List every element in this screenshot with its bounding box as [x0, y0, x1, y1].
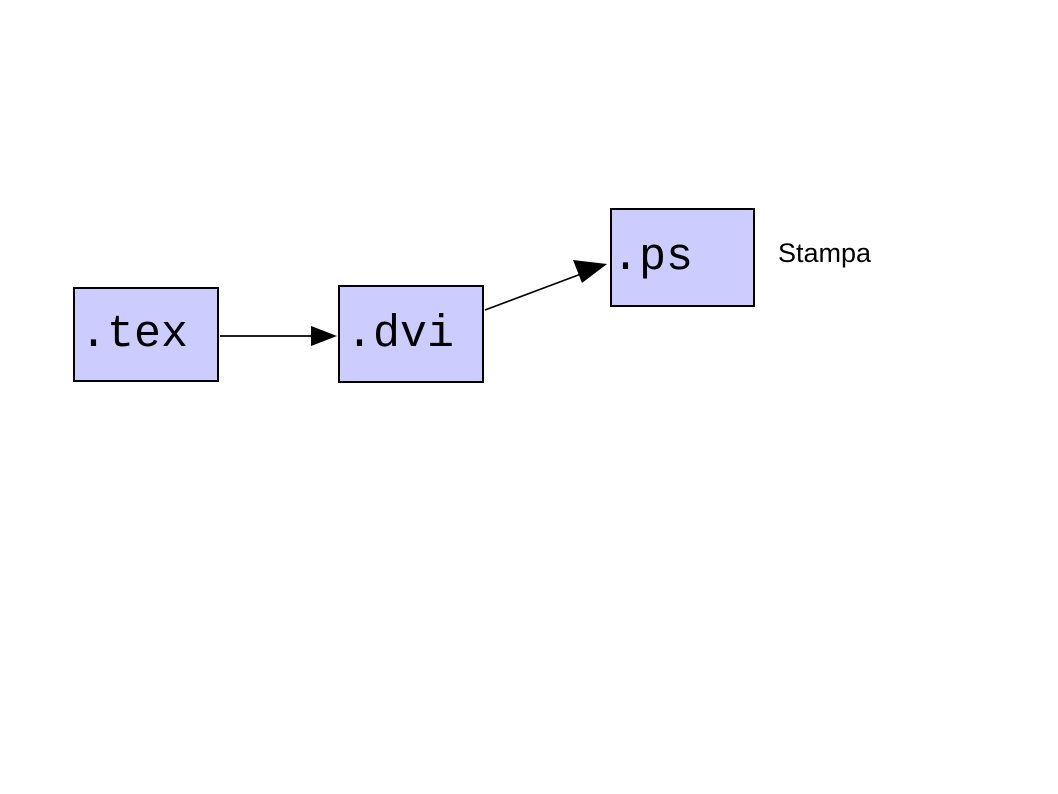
node-tex[interactable]: .tex [73, 287, 219, 382]
node-dvi[interactable]: .dvi [338, 285, 484, 383]
edge-tex-to-dvi [220, 326, 337, 346]
node-ps[interactable]: .ps [610, 208, 755, 307]
node-tex-label: .tex [80, 309, 189, 360]
node-dvi-label: .dvi [346, 308, 455, 360]
edge-tex-to-dvi-arrowhead [311, 326, 337, 346]
annotation-stampa: Stampa [778, 238, 872, 268]
edge-dvi-to-ps-line [484, 270, 590, 311]
edge-dvi-to-ps [484, 260, 607, 311]
edge-dvi-to-ps-arrowhead [573, 260, 607, 283]
node-ps-label: .ps [612, 232, 694, 283]
